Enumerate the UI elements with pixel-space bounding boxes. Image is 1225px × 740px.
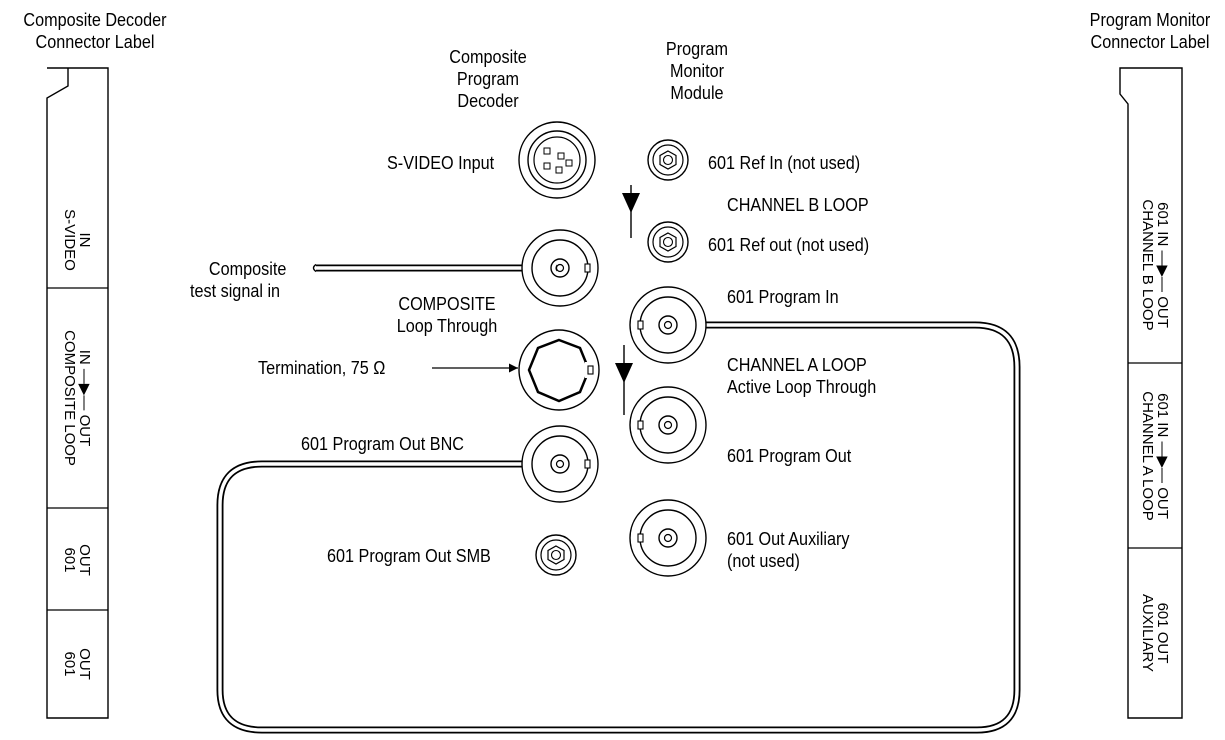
label-line: Active Loop Through: [727, 377, 877, 397]
strip-in: 601 IN: [1154, 202, 1171, 251]
right-strip-outline: [1119, 67, 1183, 719]
composite-in-bnc: [521, 229, 599, 307]
label-line: (not used): [727, 551, 800, 571]
right-strip-title-line1: Program Monitor: [1089, 10, 1211, 30]
program-out-bnc-connector: [521, 425, 599, 503]
left-strip-cell-out601-b: OUT 601: [61, 648, 93, 680]
heading-line: Program: [665, 39, 729, 59]
composite-loop-label: COMPOSITE Loop Through: [380, 293, 515, 337]
strip-line-arrow: 601 IN —▶— OUT: [1154, 391, 1171, 521]
right-strip-cell-auxiliary: 601 OUT AUXILIARY: [1139, 593, 1171, 673]
ref-out-connector: [647, 221, 689, 263]
heading-line: Decoder: [457, 91, 519, 111]
strip-line: COMPOSITE LOOP: [61, 330, 78, 466]
channel-b-flow-arrow: [622, 185, 640, 238]
s-video-input-label: S-VIDEO Input: [387, 153, 495, 173]
program-in-label: 601 Program In: [727, 287, 839, 307]
label-line: 601 Out Auxiliary: [727, 529, 850, 549]
label-line: CHANNEL A LOOP: [727, 355, 867, 375]
left-strip-title: Composite Decoder Connector Label: [5, 9, 185, 53]
right-strip-title-line2: Connector Label: [1090, 32, 1210, 52]
strip-line: 601: [61, 651, 78, 677]
strip-arrow-icon: —▶—: [1154, 441, 1171, 484]
strip-line: S-VIDEO: [61, 209, 78, 271]
termination-connector: [518, 329, 600, 411]
channel-a-loop-label: CHANNEL A LOOP Active Loop Through: [727, 354, 876, 398]
strip-line: 601: [61, 547, 78, 573]
strip-line: AUXILIARY: [1139, 593, 1156, 673]
strip-in: IN: [76, 349, 93, 369]
ref-in-label: 601 Ref In (not used): [708, 153, 861, 173]
s-video-connector: [518, 121, 596, 199]
left-strip-cell-svideo: IN S-VIDEO: [61, 209, 93, 271]
program-in-connector: [629, 286, 707, 364]
strip-arrow-icon: —▶—: [76, 368, 93, 411]
left-strip-outline: [46, 67, 109, 719]
label-line: COMPOSITE: [398, 294, 496, 314]
program-out-label: 601 Program Out: [727, 446, 852, 466]
composite-test-cable: [312, 263, 562, 273]
strip-line-arrow: IN —▶— OUT: [76, 330, 93, 466]
label-line: Composite: [208, 259, 287, 279]
strip-out: OUT: [76, 410, 93, 447]
heading-line: Composite: [449, 47, 527, 67]
strip-line: OUT: [76, 648, 93, 680]
right-strip-title: Program Monitor Connector Label: [1060, 9, 1225, 53]
strip-arrow-icon: —▶—: [1154, 250, 1171, 293]
ref-out-label: 601 Ref out (not used): [708, 235, 870, 255]
strip-out: OUT: [1154, 292, 1171, 328]
channel-b-loop-label: CHANNEL B LOOP: [727, 195, 869, 215]
strip-line-arrow: 601 IN —▶— OUT: [1154, 199, 1171, 330]
strip-line: OUT: [76, 544, 93, 576]
program-out-smb-connector: [535, 534, 577, 576]
composite-test-label: Composite test signal in: [190, 258, 286, 302]
label-line: test signal in: [190, 281, 281, 301]
left-strip-cell-out601-a: OUT 601: [61, 544, 93, 576]
decoder-heading: Composite Program Decoder: [421, 46, 556, 112]
strip-out: OUT: [1154, 483, 1171, 519]
right-strip-cell-channel-b: 601 IN —▶— OUT CHANNEL B LOOP: [1139, 199, 1171, 331]
right-connector-strip: [1119, 67, 1183, 719]
right-strip-cell-channel-a: 601 IN —▶— OUT CHANNEL A LOOP: [1139, 391, 1171, 521]
strip-line: 601 OUT: [1154, 602, 1171, 664]
loop-cable: [216, 321, 1021, 734]
out-auxiliary-connector: [629, 499, 707, 577]
ref-in-connector: [647, 139, 689, 181]
program-out-smb-label: 601 Program Out SMB: [327, 546, 491, 566]
monitor-heading: Program Monitor Module: [630, 38, 765, 104]
strip-line: CHANNEL A LOOP: [1139, 391, 1156, 521]
heading-line: Program: [456, 69, 520, 89]
heading-line: Module: [670, 83, 724, 103]
strip-line: CHANNEL B LOOP: [1139, 199, 1156, 331]
left-strip-title-line2: Connector Label: [35, 32, 155, 52]
program-out-bnc-label: 601 Program Out BNC: [301, 434, 464, 454]
termination-label: Termination, 75 Ω: [258, 358, 386, 378]
label-line: Loop Through: [396, 316, 498, 336]
left-strip-cell-composite-loop: IN —▶— OUT COMPOSITE LOOP: [61, 330, 93, 466]
program-out-connector: [629, 386, 707, 464]
out-auxiliary-label: 601 Out Auxiliary (not used): [727, 528, 849, 572]
channel-a-flow-arrow: [615, 345, 633, 415]
strip-line: IN: [76, 232, 93, 248]
heading-line: Monitor: [669, 61, 725, 81]
strip-in: 601 IN: [1154, 393, 1171, 442]
left-connector-strip: [46, 67, 109, 719]
left-strip-title-line1: Composite Decoder: [23, 10, 167, 30]
